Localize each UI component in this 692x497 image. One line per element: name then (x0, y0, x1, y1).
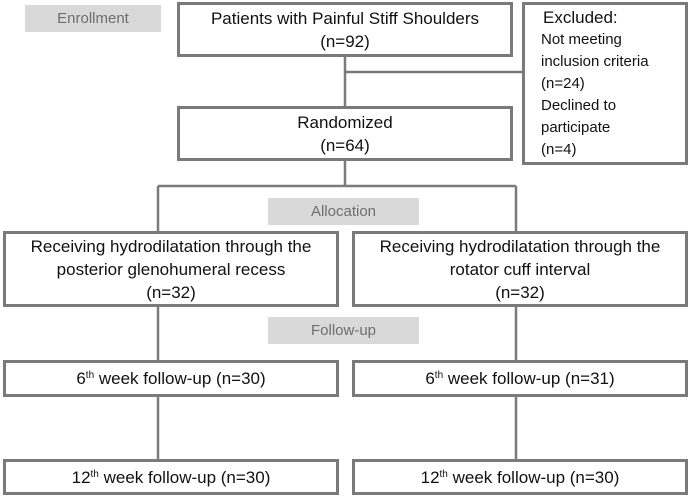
rotator-arm-line-2: rotator cuff interval (449, 259, 591, 279)
right-6wk-label: week follow-up (n=31) (443, 369, 615, 388)
randomized-count: (n=64) (320, 135, 370, 155)
left-12wk-num: 12 (71, 467, 91, 487)
posterior-arm-line-1: Receiving hydrodilatation through the (30, 236, 312, 256)
left-6wk-label: week follow-up (n=30) (94, 369, 266, 388)
right-6wk-box: 6th week follow-up (n=31) (352, 360, 688, 397)
left-12wk-label: week follow-up (n=30) (98, 467, 271, 487)
left-12wk-sup: th (90, 468, 99, 480)
excluded-line-5: participate (541, 119, 611, 136)
right-6wk-text: 6th week follow-up (n=31) (425, 367, 614, 390)
right-12wk-num: 12 (420, 467, 440, 487)
stage-allocation: Allocation (268, 198, 419, 225)
posterior-arm-count: (n=32) (146, 282, 196, 302)
patients-title: Patients with Painful Stiff Shoulders (210, 8, 480, 28)
excluded-line-1: Not meeting (541, 31, 622, 48)
posterior-arm-box: Receiving hydrodilatation through the po… (3, 231, 339, 307)
left-6wk-text: 6th week follow-up (n=30) (76, 367, 265, 390)
stage-followup: Follow-up (268, 317, 419, 344)
right-12wk-label: week follow-up (n=30) (447, 467, 620, 487)
right-6wk-sup: th (434, 370, 444, 381)
rotator-arm-line-1: Receiving hydrodilatation through the (379, 236, 661, 256)
rotator-arm-count: (n=32) (495, 282, 545, 302)
randomized-title: Randomized (297, 112, 393, 132)
excluded-line-2: inclusion criteria (541, 53, 649, 70)
excluded-line-3: (n=24) (541, 75, 585, 92)
left-12wk-text: 12th week follow-up (n=30) (72, 466, 271, 489)
right-12wk-box: 12th week follow-up (n=30) (352, 459, 688, 495)
patients-count: (n=92) (320, 31, 370, 51)
right-6wk-num: 6 (425, 369, 435, 388)
randomized-box: Randomized (n=64) (177, 106, 513, 161)
excluded-line-6: (n=4) (541, 141, 577, 158)
left-12wk-box: 12th week follow-up (n=30) (3, 459, 339, 495)
rotator-arm-box: Receiving hydrodilatation through the ro… (352, 231, 688, 307)
stage-followup-label: Follow-up (310, 322, 377, 339)
patients-box: Patients with Painful Stiff Shoulders (n… (177, 2, 513, 57)
stage-allocation-label: Allocation (310, 203, 377, 220)
excluded-box: Excluded: Not meeting inclusion criteria… (522, 2, 688, 165)
stage-enrollment: Enrollment (25, 5, 161, 32)
left-6wk-box: 6th week follow-up (n=30) (3, 360, 339, 397)
stage-enrollment-label: Enrollment (57, 10, 129, 27)
posterior-arm-line-2: posterior glenohumeral recess (56, 259, 286, 279)
right-12wk-text: 12th week follow-up (n=30) (421, 466, 620, 489)
left-6wk-sup: th (85, 370, 95, 381)
right-12wk-sup: th (439, 468, 448, 480)
excluded-line-4: Declined to (541, 97, 617, 114)
left-6wk-num: 6 (76, 369, 86, 388)
excluded-title: Excluded: (543, 8, 618, 27)
